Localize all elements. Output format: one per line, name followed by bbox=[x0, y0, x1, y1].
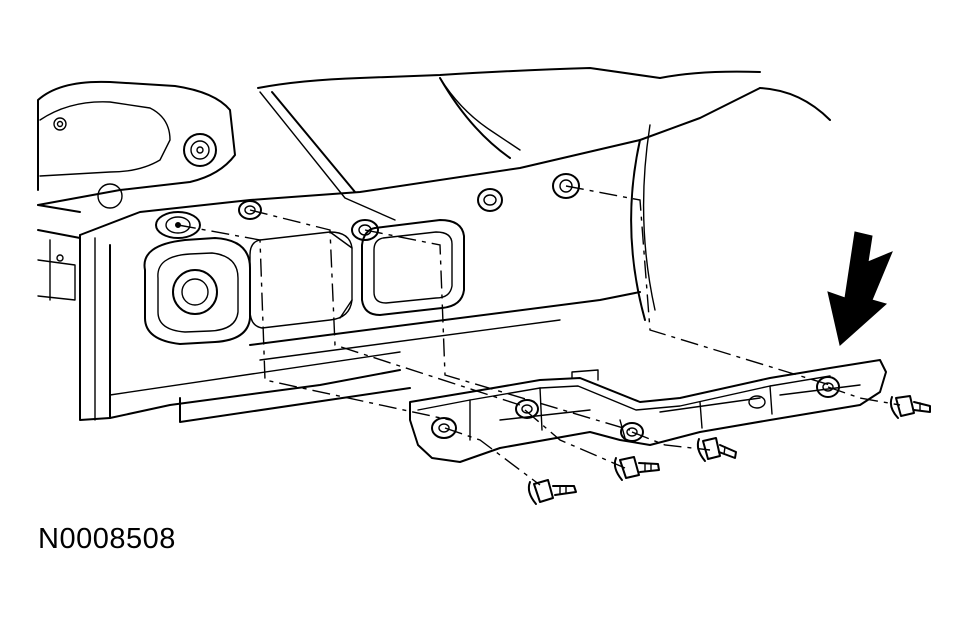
bracket bbox=[409, 359, 887, 463]
arrow-icon bbox=[827, 231, 893, 346]
fastener-4 bbox=[889, 395, 931, 419]
fastener-3 bbox=[696, 437, 737, 462]
body-panel bbox=[37, 67, 831, 423]
figure-id: N0008508 bbox=[38, 523, 176, 555]
fastener-2 bbox=[613, 456, 660, 481]
fastener-1 bbox=[527, 479, 577, 505]
